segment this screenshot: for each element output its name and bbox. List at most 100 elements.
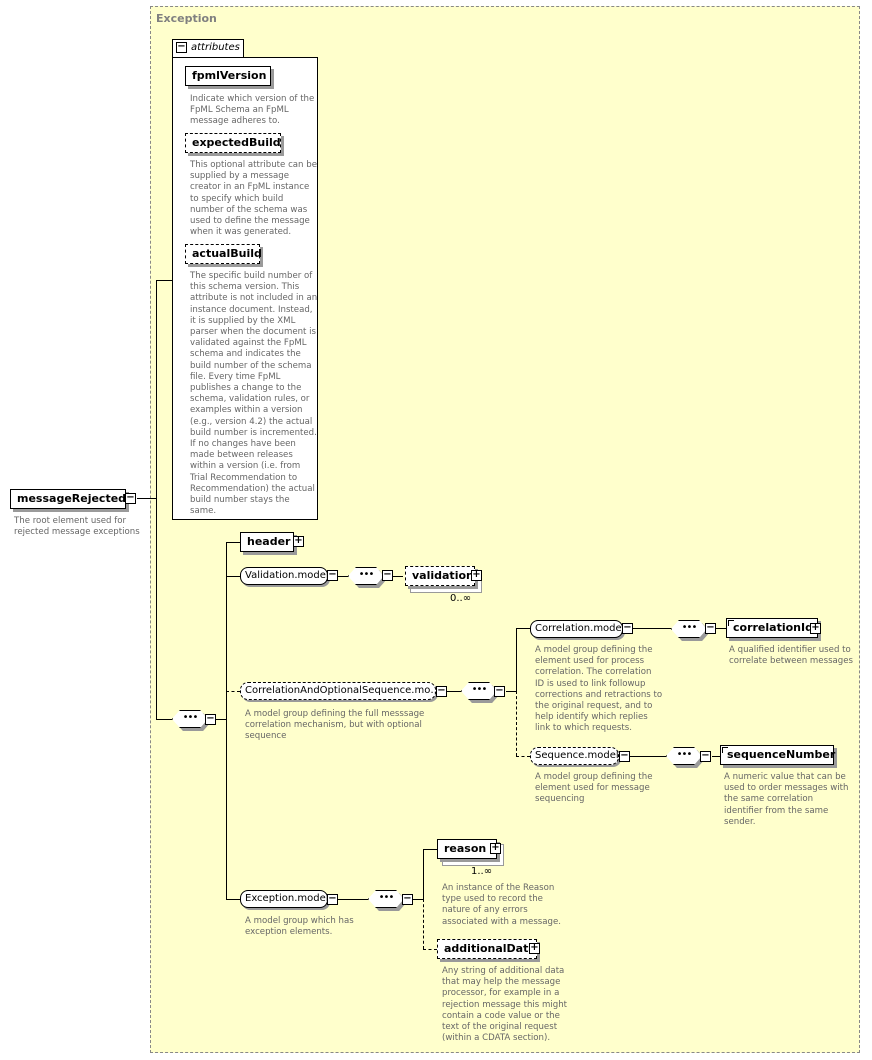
connector-line xyxy=(630,756,666,757)
occurrence-label: 1..∞ xyxy=(471,866,493,877)
collapse-icon[interactable]: − xyxy=(205,713,216,725)
group-correlation-optional-sequence[interactable]: CorrelationAndOptionalSequence.mo… xyxy=(240,682,436,700)
root-description: The root element used for rejected messa… xyxy=(14,516,140,538)
connector-line xyxy=(423,899,424,949)
group-description: A model group which has exception elemen… xyxy=(245,916,354,938)
element-description: A numeric value that can be used to orde… xyxy=(724,772,849,827)
connector-line xyxy=(226,542,240,543)
attribute-expectedBuild[interactable]: expectedBuild xyxy=(185,133,281,153)
element-header[interactable]: header xyxy=(240,532,294,552)
connector-line xyxy=(506,691,516,692)
element-validation[interactable]: validation xyxy=(405,566,475,586)
expand-icon[interactable]: + xyxy=(490,842,501,854)
sequence-dots: ••• xyxy=(676,749,693,760)
connector-line xyxy=(338,576,348,577)
collapse-icon[interactable]: − xyxy=(705,622,716,634)
element-additionalData[interactable]: additionalData xyxy=(437,939,537,959)
group-label: Sequence.model xyxy=(535,750,619,761)
attribute-actualBuild[interactable]: actualBuild xyxy=(185,244,262,264)
group-validation-model[interactable]: Validation.model xyxy=(240,567,328,585)
connector-line xyxy=(226,542,227,900)
element-label: additionalData xyxy=(444,942,536,955)
collapse-icon[interactable]: − xyxy=(327,569,338,581)
connector-line xyxy=(413,899,423,900)
group-sequence-model[interactable]: Sequence.model xyxy=(530,747,619,765)
element-description: An instance of the Reason type used to r… xyxy=(442,883,562,927)
attribute-label: actualBuild xyxy=(192,247,262,260)
root-element-messageRejected[interactable]: messageRejected xyxy=(10,489,126,509)
attribute-fpmlVersion[interactable]: fpmlVersion xyxy=(185,66,271,86)
connector-line xyxy=(716,628,726,629)
connector-line xyxy=(516,691,517,756)
collapse-icon[interactable]: − xyxy=(125,492,136,504)
sequence-dots: ••• xyxy=(182,712,199,723)
attribute-label: expectedBuild xyxy=(192,136,281,149)
collapse-icon[interactable]: − xyxy=(619,750,630,762)
connector-line xyxy=(156,280,157,720)
connector-line xyxy=(633,628,671,629)
sequence-dots: ••• xyxy=(471,684,488,695)
element-sequenceNumber[interactable]: sequenceNumber xyxy=(720,745,836,765)
element-reason[interactable]: reason xyxy=(437,839,497,859)
connector-line xyxy=(423,849,424,899)
element-label: sequenceNumber xyxy=(727,748,836,761)
collapse-icon[interactable]: − xyxy=(436,685,447,697)
element-correlationId[interactable]: correlationId xyxy=(726,618,818,638)
simple-content-icon xyxy=(728,620,734,626)
connector-line xyxy=(516,628,517,691)
connector-line xyxy=(226,576,240,577)
connector-line xyxy=(226,691,240,692)
sequence-dots: ••• xyxy=(358,569,375,580)
collapse-icon[interactable]: − xyxy=(176,41,187,53)
connector-line xyxy=(516,628,530,629)
connector-line xyxy=(712,756,720,757)
element-description: A qualified identifier used to correlate… xyxy=(729,645,854,667)
expand-icon[interactable]: + xyxy=(529,942,540,954)
element-label: validation xyxy=(412,569,474,582)
attributes-tab[interactable] xyxy=(172,39,244,57)
connector-line xyxy=(423,949,437,950)
connector-line xyxy=(226,899,240,900)
occurrence-label: 0..∞ xyxy=(450,593,472,604)
collapse-icon[interactable]: − xyxy=(622,622,633,634)
connector-line xyxy=(216,719,226,720)
collapse-icon[interactable]: − xyxy=(327,893,338,905)
collapse-icon[interactable]: − xyxy=(382,569,393,581)
connector-line xyxy=(156,280,172,281)
connector-line xyxy=(393,576,403,577)
group-description: A model group defining the element used … xyxy=(535,772,653,805)
expand-icon[interactable]: + xyxy=(293,535,304,547)
attribute-description: This optional attribute can be supplied … xyxy=(190,160,317,238)
expand-icon[interactable]: + xyxy=(471,569,482,581)
sequence-dots: ••• xyxy=(378,892,395,903)
sequence-dots: ••• xyxy=(681,622,698,633)
group-label: CorrelationAndOptionalSequence.mo… xyxy=(245,685,436,696)
attribute-label: fpmlVersion xyxy=(192,69,267,82)
collapse-icon[interactable]: − xyxy=(402,893,413,905)
simple-content-icon xyxy=(722,747,728,753)
group-label: Validation.model xyxy=(245,570,328,581)
root-element-label: messageRejected xyxy=(17,492,127,505)
connector-line xyxy=(423,849,437,850)
group-description: A model group defining the full messsage… xyxy=(245,709,425,742)
attributes-tab-label: attributes xyxy=(191,42,240,53)
connector-line xyxy=(447,691,461,692)
collapse-icon[interactable]: − xyxy=(700,750,711,762)
expand-icon[interactable]: + xyxy=(810,622,821,634)
group-exception-model[interactable]: Exception.model xyxy=(240,890,328,908)
connector-line xyxy=(338,899,368,900)
attribute-description: The specific build number of this schema… xyxy=(190,271,318,517)
group-correlation-model[interactable]: Correlation.model xyxy=(530,620,623,638)
complex-type-title: Exception xyxy=(156,12,217,25)
group-label: Exception.model xyxy=(245,893,328,904)
connector-line xyxy=(156,719,172,720)
element-label: correlationId xyxy=(733,621,813,634)
connector-line xyxy=(137,498,156,499)
attribute-description: Indicate which version of the FpML Schem… xyxy=(190,94,315,127)
collapse-icon[interactable]: − xyxy=(494,685,505,697)
group-label: Correlation.model xyxy=(535,623,623,634)
group-description: A model group defining the element used … xyxy=(535,645,663,734)
element-description: Any string of additional data that may h… xyxy=(442,966,568,1044)
element-label: reason xyxy=(444,842,487,855)
element-label: header xyxy=(247,535,291,548)
